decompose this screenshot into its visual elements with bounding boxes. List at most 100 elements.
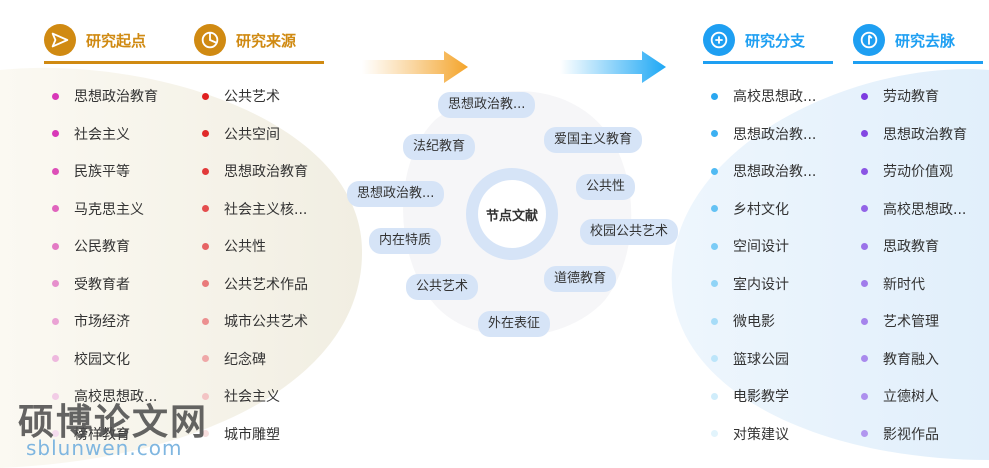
bullet-dot-icon — [52, 167, 59, 175]
term-item[interactable]: 纪念碑 — [194, 349, 266, 369]
center-node-label[interactable]: 节点文献 — [478, 180, 546, 248]
term-item[interactable]: 乡村文化 — [703, 199, 789, 219]
term-item[interactable]: 室内设计 — [703, 274, 789, 294]
term-item[interactable]: 社会主义 — [194, 386, 280, 406]
keyword-chip[interactable]: 内在特质 — [369, 228, 442, 254]
keyword-chip[interactable]: 公共性 — [576, 174, 636, 200]
bullet-dot-icon — [202, 130, 209, 137]
keyword-chip[interactable]: 公共艺术 — [406, 274, 479, 300]
term-label: 电影教学 — [733, 389, 789, 405]
term-label: 马克思主义 — [74, 201, 144, 218]
compass-icon — [853, 24, 885, 56]
term-label: 公共艺术作品 — [224, 276, 308, 293]
bullet-dot-icon — [52, 430, 59, 437]
term-item[interactable]: 思政教育 — [853, 236, 939, 256]
term-item[interactable]: 劳动价值观 — [853, 161, 953, 181]
keyword-chip[interactable]: 法纪教育 — [403, 134, 476, 160]
term-item[interactable]: 篮球公园 — [703, 349, 789, 369]
term-item[interactable]: 马克思主义 — [44, 199, 144, 219]
term-item[interactable]: 公共空间 — [194, 124, 280, 144]
bullet-dot-icon — [202, 430, 209, 437]
term-label: 思想政治教... — [733, 126, 817, 143]
term-item[interactable]: 高校思想政... — [44, 386, 157, 406]
column-underline — [853, 61, 983, 64]
column-underline — [194, 61, 324, 64]
bullet-dot-icon — [52, 317, 59, 325]
term-label: 劳动价值观 — [883, 164, 953, 180]
keyword-chip[interactable]: 道德教育 — [544, 266, 617, 292]
column-header: 研究去脉 — [853, 22, 983, 58]
term-label: 公民教育 — [74, 239, 130, 255]
term-item[interactable]: 市场经济 — [44, 311, 130, 331]
term-item[interactable]: 社会主义核... — [194, 199, 307, 219]
term-item[interactable]: 公共性 — [194, 236, 266, 256]
bullet-dot-icon — [202, 167, 209, 175]
bullet-dot-icon — [711, 355, 718, 362]
column-research-source: 研究来源 公共艺术公共空间思想政治教育社会主义核... 公共性公共艺术作品城市公共… — [194, 22, 324, 443]
term-item[interactable]: 影视作品 — [853, 424, 939, 444]
term-label: 受教育者 — [74, 276, 130, 293]
bullet-dot-icon — [711, 392, 718, 400]
term-item[interactable]: 公共艺术 — [194, 86, 280, 106]
term-item[interactable]: 社会主义 — [44, 124, 130, 144]
term-item[interactable]: 城市公共艺术 — [194, 311, 308, 331]
term-label: 公共性 — [224, 239, 266, 255]
column-title: 研究来源 — [236, 31, 297, 50]
term-item[interactable]: 民族平等 — [44, 161, 130, 181]
keyword-chip[interactable]: 思想政治教... — [347, 181, 445, 207]
bullet-dot-icon — [202, 317, 209, 325]
bullet-dot-icon — [861, 130, 868, 137]
term-item[interactable]: 空间设计 — [703, 236, 789, 256]
term-item[interactable]: 微电影 — [703, 311, 775, 331]
bullet-dot-icon — [711, 280, 718, 287]
keyword-chip[interactable]: 校园公共艺术 — [580, 219, 679, 245]
right-background-shape — [671, 69, 989, 461]
pie-chart-icon — [194, 24, 226, 56]
bullet-dot-icon — [711, 317, 718, 325]
bullet-dot-icon — [861, 430, 868, 437]
blue-arrow-icon — [560, 51, 666, 83]
term-item[interactable]: 公民教育 — [44, 236, 130, 256]
term-item[interactable]: 思想政治教育 — [194, 161, 308, 181]
keyword-chip[interactable]: 思想政治教... — [438, 92, 536, 118]
term-item[interactable]: 立德树人 — [853, 386, 939, 406]
term-label: 对策建议 — [733, 426, 789, 443]
term-item[interactable]: 艺术管理 — [853, 311, 939, 331]
term-item[interactable]: 榜样教育 — [44, 424, 130, 444]
term-item[interactable]: 新时代 — [853, 274, 925, 294]
term-label: 思想政治教... — [733, 164, 817, 180]
term-item[interactable]: 思想政治教... — [703, 161, 816, 181]
term-item[interactable]: 受教育者 — [44, 274, 130, 294]
keyword-chip[interactable]: 爱国主义教育 — [544, 127, 643, 153]
keyword-chip[interactable]: 外在表征 — [478, 311, 551, 337]
column-title: 研究起点 — [86, 31, 147, 50]
term-label: 纪念碑 — [224, 351, 266, 368]
term-item[interactable]: 公共艺术作品 — [194, 274, 308, 294]
term-item[interactable]: 电影教学 — [703, 386, 789, 406]
term-item[interactable]: 高校思想政... — [853, 199, 966, 219]
bullet-dot-icon — [52, 355, 59, 362]
column-research-origin: 研究起点 思想政治教育社会主义民族平等马克思主义公民教育受教育者市场经济校园文化… — [44, 22, 210, 443]
bullet-dot-icon — [52, 242, 59, 250]
term-item[interactable]: 思想政治教育 — [853, 124, 967, 144]
term-item[interactable]: 城市雕塑 — [194, 424, 280, 444]
term-label: 室内设计 — [733, 276, 789, 293]
term-item[interactable]: 校园文化 — [44, 349, 130, 369]
term-item[interactable]: 思想政治教... — [703, 124, 816, 144]
term-item[interactable]: 劳动教育 — [853, 86, 939, 106]
left-background-shape — [0, 67, 363, 468]
term-label: 社会主义核... — [224, 201, 308, 218]
bullet-dot-icon — [861, 317, 868, 325]
term-item[interactable]: 高校思想政... — [703, 86, 816, 106]
term-item[interactable]: 思想政治教育 — [44, 86, 158, 106]
term-label: 乡村文化 — [733, 201, 789, 218]
term-label: 高校思想政... — [883, 201, 967, 218]
term-item[interactable]: 对策建议 — [703, 424, 789, 444]
term-label: 民族平等 — [74, 164, 130, 180]
column-header: 研究起点 — [44, 22, 210, 58]
term-label: 市场经济 — [74, 314, 130, 330]
bullet-dot-icon — [52, 392, 59, 400]
term-item[interactable]: 教育融入 — [853, 349, 939, 369]
term-label: 立德树人 — [883, 389, 939, 405]
term-label: 榜样教育 — [74, 426, 130, 443]
